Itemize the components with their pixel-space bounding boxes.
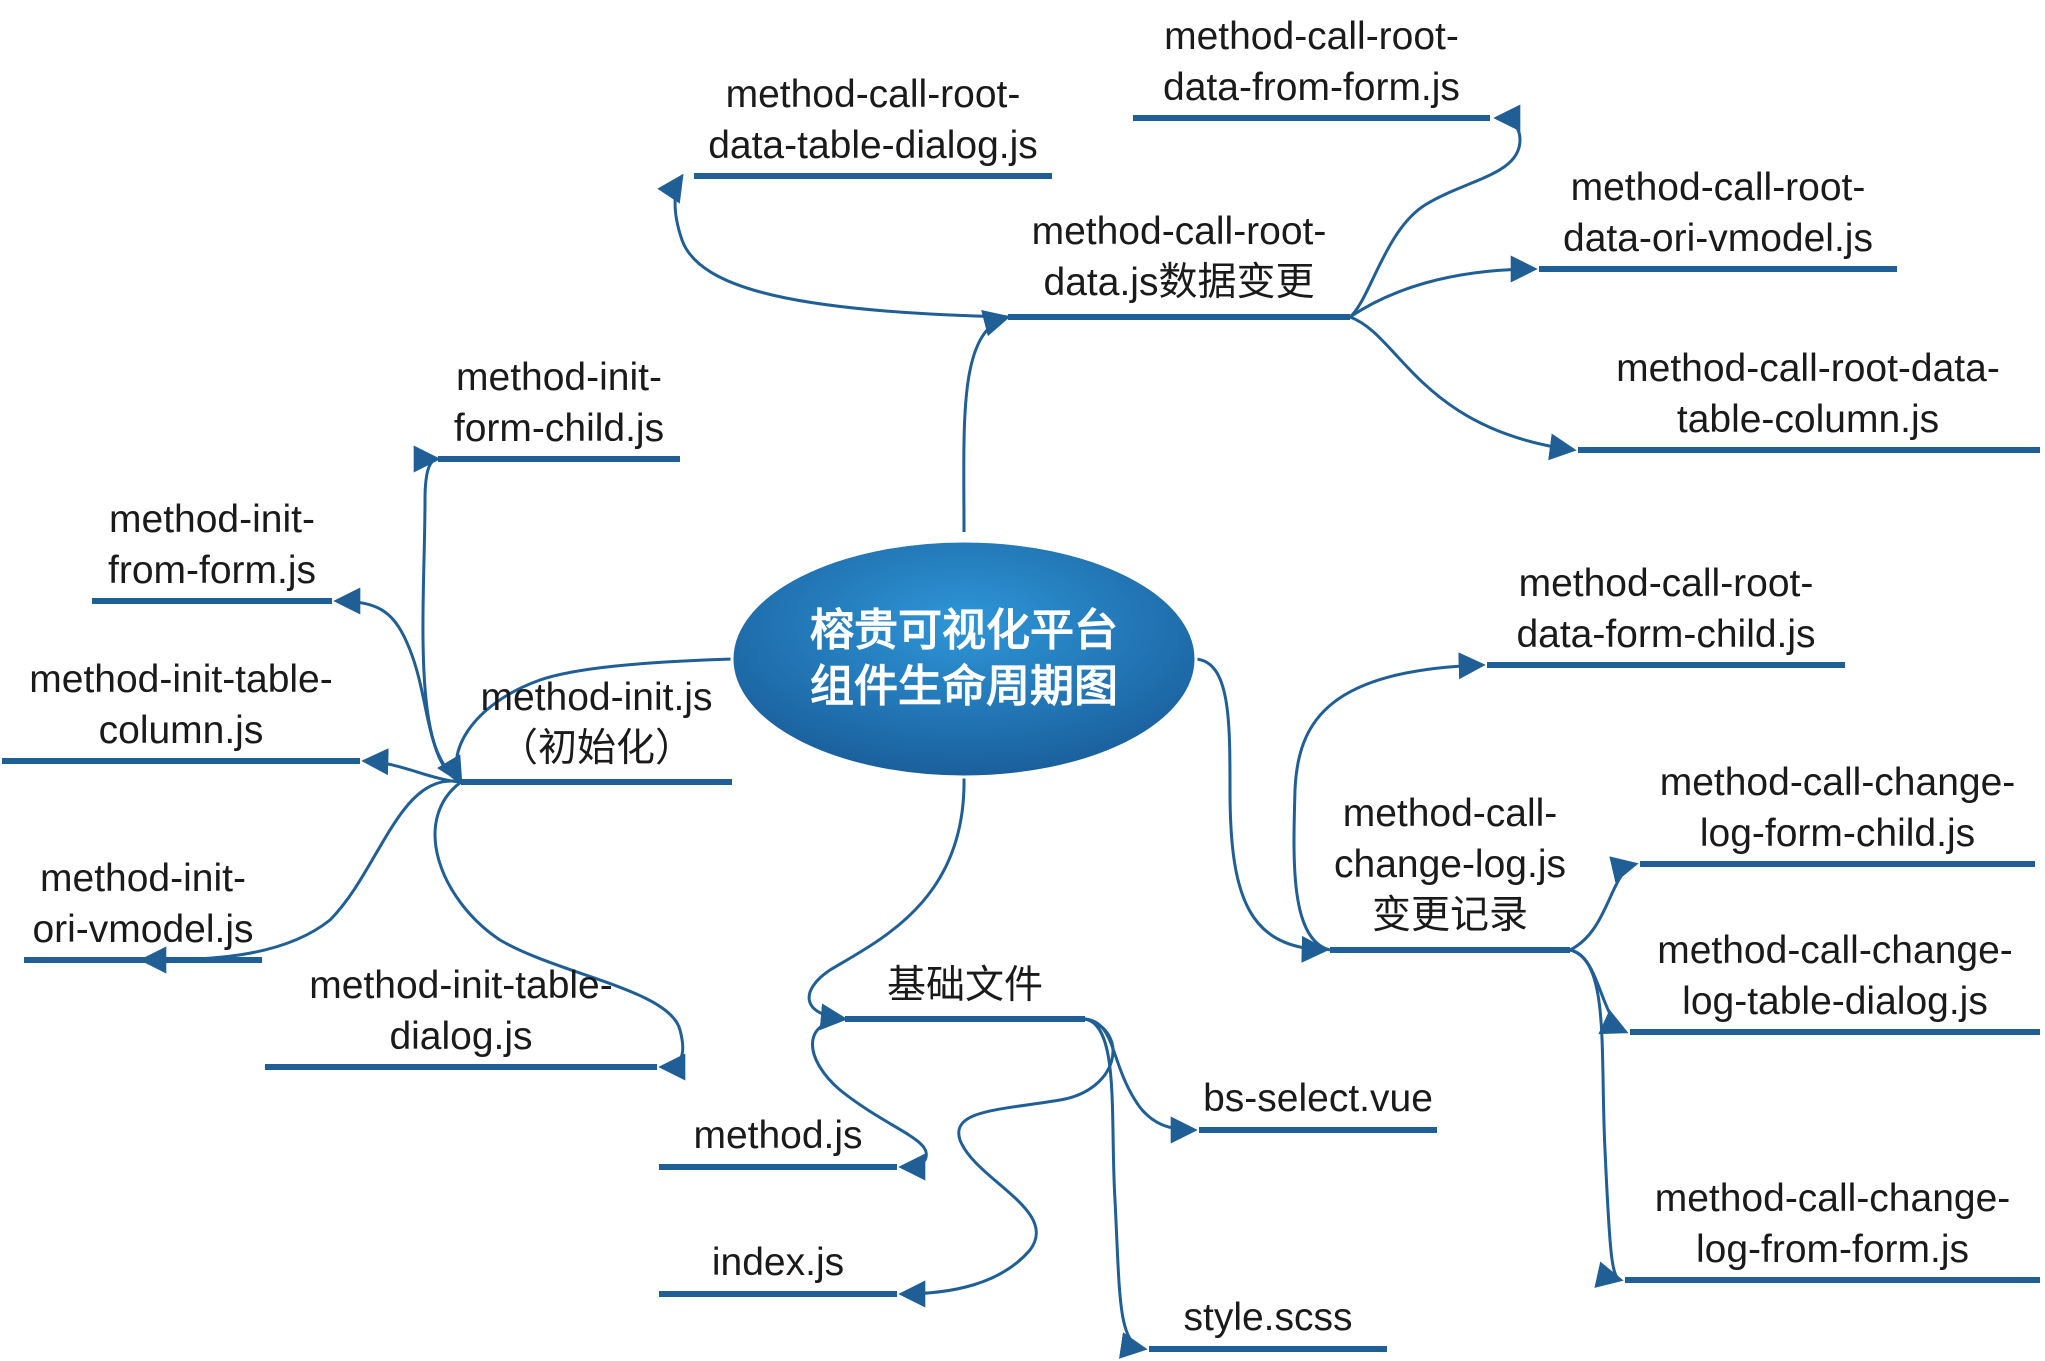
node-text-line: log-from-form.js <box>1695 1228 1970 1271</box>
node-text-line: data.js数据变更 <box>1043 261 1315 304</box>
node-text-line: dialog.js <box>389 1015 533 1058</box>
node-change-table-dialog: method-call-change- log-table-dialog.js <box>1630 925 2040 1027</box>
node-call-root-table-column: method-call-root-data- table-column.js <box>1578 343 2038 445</box>
node-text-line: change-log.js <box>1334 843 1566 886</box>
node-text-line: method-call- <box>1342 792 1558 835</box>
node-text-line: table-column.js <box>1676 398 1940 441</box>
connector-center-to-change-log <box>1195 657 1329 963</box>
node-call-root-ori-vmodel: method-call-root- data-ori-vmodel.js <box>1539 162 1897 264</box>
connector-to-bs-select <box>1084 1017 1198 1144</box>
connector-center-to-init <box>437 657 733 785</box>
node-text-line: log-table-dialog.js <box>1682 980 1988 1023</box>
node-text-line: method-call-root- <box>1570 166 1866 209</box>
center-line-1: 榕贵可视化平台 <box>810 605 1118 656</box>
center-line-2: 组件生命周期图 <box>810 661 1118 712</box>
node-init-from-form: method-init- from-form.js <box>92 494 332 596</box>
node-text-line: form-child.js <box>453 407 665 450</box>
node-init-ori-vmodel: method-init- ori-vmodel.js <box>24 853 262 955</box>
node-text-line: method-call-change- <box>1654 1177 2011 1220</box>
node-text-line: 基础文件 <box>886 964 1043 1007</box>
node-text-line: data-table-dialog.js <box>708 124 1038 167</box>
connector-to-change-from-form <box>1569 948 1624 1288</box>
connector-to-init-table-dialog <box>433 780 686 1081</box>
node-init-table-column: method-init-table- column.js <box>2 654 360 756</box>
connector-to-call-root-table-dialog <box>657 173 1009 319</box>
node-text-line: method-init- <box>109 498 315 541</box>
node-text-line: index.js <box>711 1241 845 1284</box>
node-text-line: method-call-root- <box>1518 562 1814 605</box>
center-node <box>730 539 1198 779</box>
node-text-line: column.js <box>98 709 264 752</box>
node-text-line: data-from-form.js <box>1163 66 1460 109</box>
node-text-line: ori-vmodel.js <box>32 908 254 951</box>
node-text-line: 变更记录 <box>1371 894 1528 937</box>
connector-center-to-base <box>807 777 966 1031</box>
node-style-scss: style.scss <box>1149 1292 1387 1343</box>
node-init-form-child: method-init- form-child.js <box>438 352 680 454</box>
node-init-table-dialog: method-init-table- dialog.js <box>265 960 657 1062</box>
connector-to-init-form-child <box>413 445 462 784</box>
node-text-line: method-call-root-data- <box>1616 347 2000 390</box>
connector-center-to-call-root-data <box>962 310 1011 533</box>
node-text-line: method-init- <box>456 356 662 399</box>
node-change-form-child: method-call-change- log-form-child.js <box>1640 757 2035 859</box>
node-text-line: （初始化） <box>498 727 694 770</box>
node-text-line: method-call-root- <box>725 73 1021 116</box>
connector-to-style-scss <box>1084 1017 1148 1359</box>
node-text-line: method-init-table- <box>309 964 613 1007</box>
node-text-line: method-init.js <box>480 676 713 719</box>
connector-to-call-root-ori-vmodel <box>1349 255 1538 319</box>
node-text-line: method-init-table- <box>29 658 333 701</box>
node-text-line: method-call-change- <box>1659 761 2016 804</box>
connector-to-call-root-from-form <box>1348 104 1522 319</box>
connector-to-init-from-form <box>333 587 462 784</box>
node-call-root-table-dialog: method-call-root- data-table-dialog.js <box>694 69 1052 171</box>
node-init: method-init.js （初始化） <box>461 672 732 774</box>
node-text-line: log-form-child.js <box>1699 812 1976 855</box>
node-index-js: index.js <box>659 1237 897 1288</box>
node-text-line: method-call-change- <box>1657 929 2013 972</box>
node-bs-select: bs-select.vue <box>1199 1073 1437 1124</box>
node-text-line: bs-select.vue <box>1203 1077 1433 1120</box>
node-call-root-from-form: method-call-root- data-from-form.js <box>1133 11 1490 113</box>
node-text-line: style.scss <box>1183 1296 1353 1339</box>
node-method-js: method.js <box>659 1110 897 1161</box>
connector-to-method-js <box>811 1017 928 1181</box>
center-node-label: 榕贵可视化平台 组件生命周期图 <box>764 603 1164 715</box>
node-change-log: method-call- change-log.js 变更记录 <box>1330 788 1570 941</box>
node-text-line: method-call-root- <box>1031 210 1327 253</box>
node-text-line: method-init- <box>40 857 246 900</box>
connector-to-init-ori-vmodel <box>139 779 462 974</box>
node-change-from-form: method-call-change- log-from-form.js <box>1625 1173 2040 1275</box>
connector-to-call-root-table-column <box>1349 315 1577 461</box>
node-text-line: data-ori-vmodel.js <box>1563 217 1873 260</box>
connector-to-change-form-child <box>1569 856 1639 952</box>
node-text-line: from-form.js <box>108 549 316 592</box>
connector-to-call-root-form-child <box>1292 652 1486 952</box>
node-text-line: data-form-child.js <box>1516 613 1816 656</box>
connector-to-index-js <box>898 1017 1115 1308</box>
node-base: 基础文件 <box>845 960 1085 1011</box>
node-call-root-data: method-call-root- data.js数据变更 <box>1008 206 1350 308</box>
node-text-line: method.js <box>693 1114 863 1157</box>
node-call-root-form-child: method-call-root- data-form-child.js <box>1487 558 1845 660</box>
node-text-line: method-call-root- <box>1164 15 1459 58</box>
